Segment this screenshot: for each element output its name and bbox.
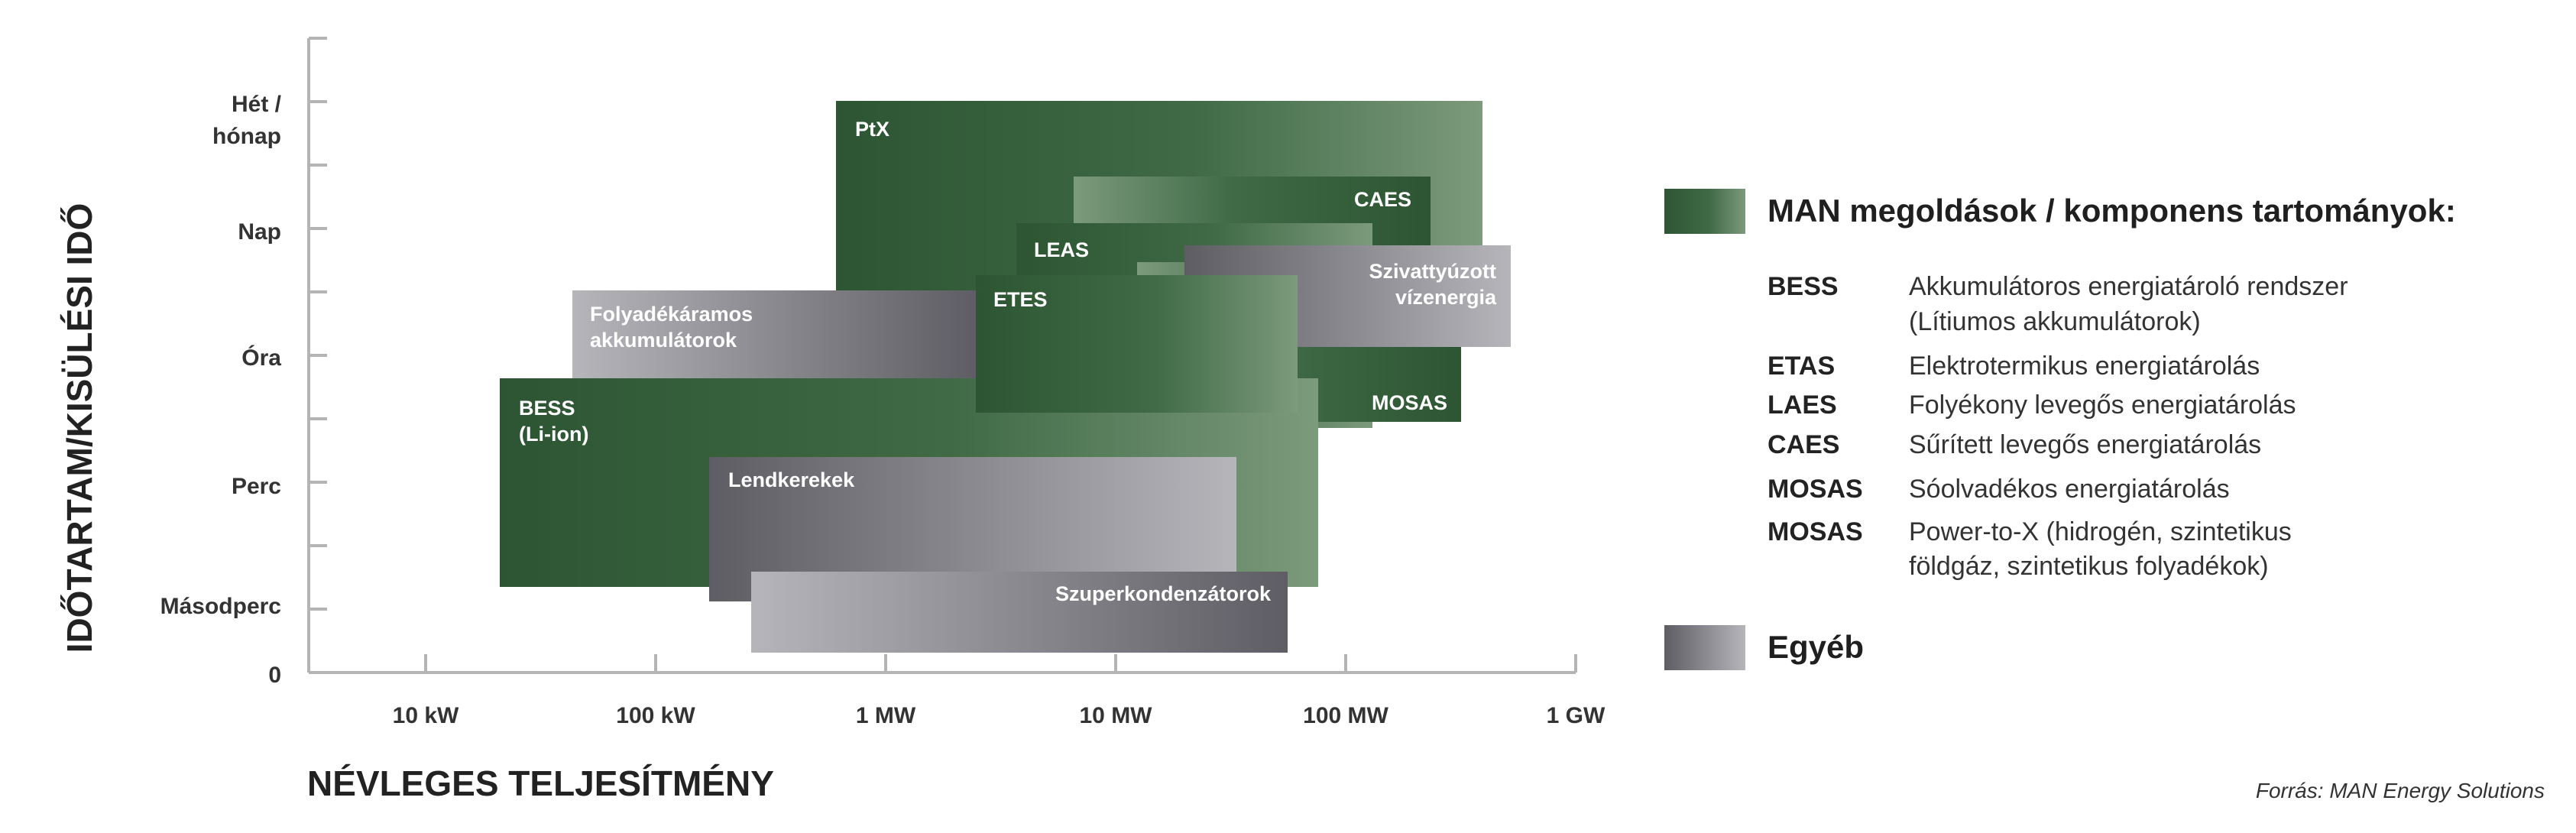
legend-abbr-laes: LAES: [1768, 391, 1837, 420]
legend-abbr-mosas: MOSAS: [1768, 475, 1863, 504]
text-line: Lendkerekek: [728, 468, 855, 491]
text-line: hónap: [212, 124, 281, 149]
bar-szivattyuzott-label: Szivattyúzott vízenergia: [1369, 260, 1496, 309]
text-line: ETES: [993, 288, 1048, 311]
bar-lendkerekek-label: Lendkerekek: [728, 468, 855, 491]
text-line: PtX: [855, 118, 889, 141]
text-line: BESS: [519, 397, 575, 420]
bar-szuperkondenzatorok-rect: [751, 572, 1288, 653]
legend-desc-laes: Folyékony levegős energiatárolás: [1909, 391, 2296, 420]
text-line: Folyadékáramos: [590, 303, 753, 326]
bar-folyadekaramos: Folyadékáramos akkumulátorok: [572, 290, 977, 378]
legend-desc-bess-1: Akkumulátoros energiatároló rendszer: [1909, 272, 2348, 301]
x-tick-label-10mw: 10 MW: [1079, 703, 1152, 728]
legend-man-title: MAN megoldások / komponens tartományok:: [1768, 193, 2456, 229]
text-line: Szivattyúzott: [1369, 260, 1496, 283]
bar-etes-rect: [976, 275, 1298, 413]
y-tick-label-masodperc: Másodperc: [160, 594, 281, 619]
legend: MAN megoldások / komponens tartományok: …: [1664, 189, 2456, 670]
legend-abbr-ptx: MOSAS: [1768, 517, 1863, 546]
bar-ptx-label: PtX: [855, 118, 889, 141]
legend-desc-caes: Sűrített levegős energiatárolás: [1909, 430, 2261, 459]
legend-desc-ptx-2: földgáz, szintetikus folyadékok): [1909, 552, 2269, 581]
text-line: (Li-ion): [519, 423, 588, 446]
bar-bess-label: BESS (Li-ion): [519, 397, 588, 446]
legend-desc-etas: Elektrotermikus energiatárolás: [1909, 352, 2260, 381]
bar-folyadekaramos-rect: [572, 290, 977, 378]
y-ticks: [309, 37, 327, 611]
bar-leas-label: LEAS: [1034, 238, 1089, 261]
text-line: akkumulátorok: [590, 329, 737, 352]
text-line: Hét /: [232, 92, 282, 117]
y-tick-label-het-honap: Hét / hónap: [212, 92, 282, 149]
legend-other-title: Egyéb: [1768, 629, 1864, 665]
bar-mosas-label: MOSAS: [1372, 391, 1447, 414]
legend-abbr-etas: ETAS: [1768, 352, 1835, 381]
legend-swatch-other: [1664, 625, 1745, 670]
text-line: CAES: [1354, 188, 1411, 211]
text-line: LEAS: [1034, 238, 1089, 261]
bar-folyadekaramos-label: Folyadékáramos akkumulátorok: [590, 303, 753, 352]
x-axis-title: NÉVLEGES TELJESÍTMÉNY: [307, 763, 774, 803]
legend-swatch-man: [1664, 189, 1745, 234]
legend-desc-bess-2: (Lítiumos akkumulátorok): [1909, 307, 2201, 336]
text-line: vízenergia: [1395, 286, 1497, 309]
legend-abbr-caes: CAES: [1768, 430, 1839, 459]
y-axis-title: IDŐTARTAM/KISÜLÉSI IDŐ: [60, 203, 99, 653]
x-tick-label-100mw: 100 MW: [1303, 703, 1388, 728]
bar-caes-label: CAES: [1354, 188, 1411, 211]
x-tick-label-100kw: 100 kW: [616, 703, 695, 728]
legend-abbr-bess: BESS: [1768, 272, 1839, 301]
bar-szuperkondenzatorok: Szuperkondenzátorok: [751, 572, 1288, 653]
x-tick-label-1mw: 1 MW: [856, 703, 916, 728]
text-line: Szuperkondenzátorok: [1055, 582, 1272, 605]
x-ticks: [424, 654, 1577, 673]
bar-szuperkondenzatorok-label: Szuperkondenzátorok: [1055, 582, 1272, 605]
y-tick-label-ora: Óra: [241, 345, 281, 371]
source-note: Forrás: MAN Energy Solutions: [2256, 779, 2545, 802]
text-line: MOSAS: [1372, 391, 1447, 414]
x-tick-label-10kw: 10 kW: [393, 703, 459, 728]
y-tick-label-perc: Perc: [232, 474, 281, 499]
bar-etes-label: ETES: [993, 288, 1048, 311]
legend-desc-ptx-1: Power-to-X (hidrogén, szintetikus: [1909, 517, 2292, 546]
y-tick-label-0: 0: [268, 663, 281, 688]
y-tick-label-nap: Nap: [238, 219, 281, 245]
x-tick-label-1gw: 1 GW: [1547, 703, 1606, 728]
legend-desc-mosas: Sóolvadékos energiatárolás: [1909, 475, 2230, 504]
bar-etes: ETES: [976, 275, 1298, 413]
